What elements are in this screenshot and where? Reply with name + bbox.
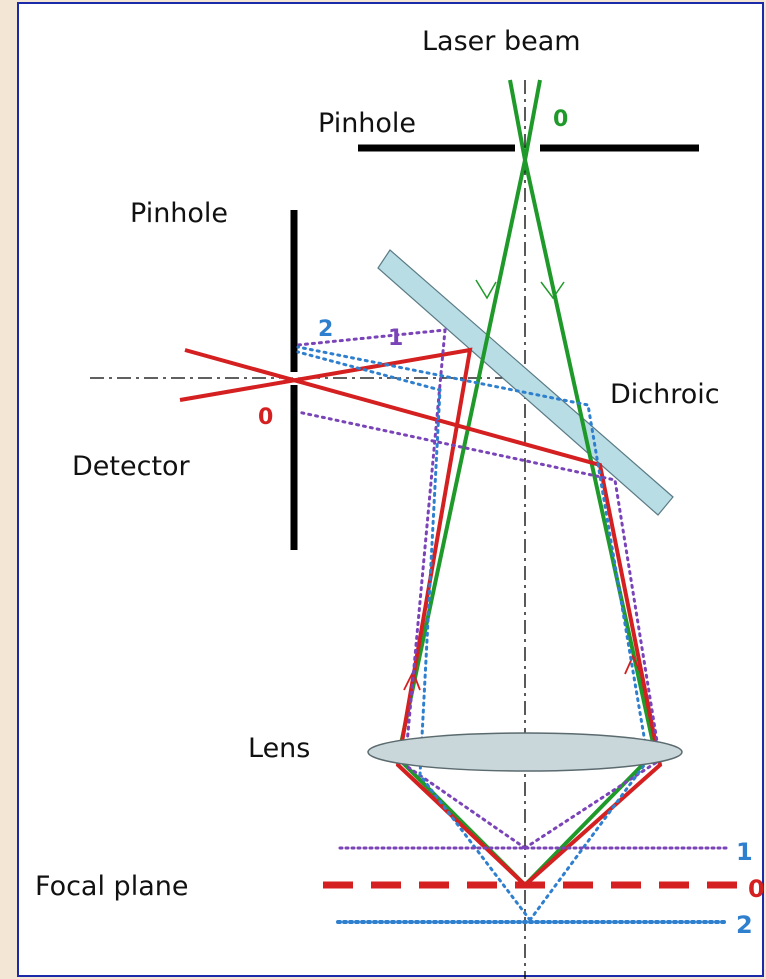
order-2-ray-right [296,345,650,922]
detector-order-2-marker: 2 [318,317,333,342]
laser-ray-right [522,79,658,887]
dichroic-label: Dichroic [610,379,720,410]
order-0-ray-right [184,348,663,887]
laser-beam-label: Laser beam [422,26,581,57]
left-pinhole-label: Pinhole [130,198,228,229]
focal-plane-2-marker: 2 [736,911,753,939]
order-0-arrow-right [624,653,642,675]
lens [367,732,683,772]
order-1-ray-right [296,410,662,850]
order-1-ray-left [296,328,527,850]
order-1-rays [296,328,662,850]
lens-label: Lens [248,733,310,764]
order-0-ray-left [179,347,527,887]
top-pinhole-label: Pinhole [318,108,416,139]
focal-plane-1-marker: 1 [736,838,753,866]
focal-plane-0-marker: 0 [748,875,765,903]
detector-order-0-marker: 0 [258,405,273,430]
detector-order-1-marker: 1 [388,326,403,351]
focal-plane-label: Focal plane [35,871,188,902]
detector-label: Detector [72,451,191,482]
dichroic-mirror [377,249,674,516]
laser-ray-left [395,79,528,887]
laser-direction-arrow-left [475,279,497,300]
laser-order-marker: 0 [553,107,568,132]
laser-direction-arrow-right [540,281,565,300]
laser-beam-rays [395,79,658,887]
order-0-rays [179,347,663,887]
